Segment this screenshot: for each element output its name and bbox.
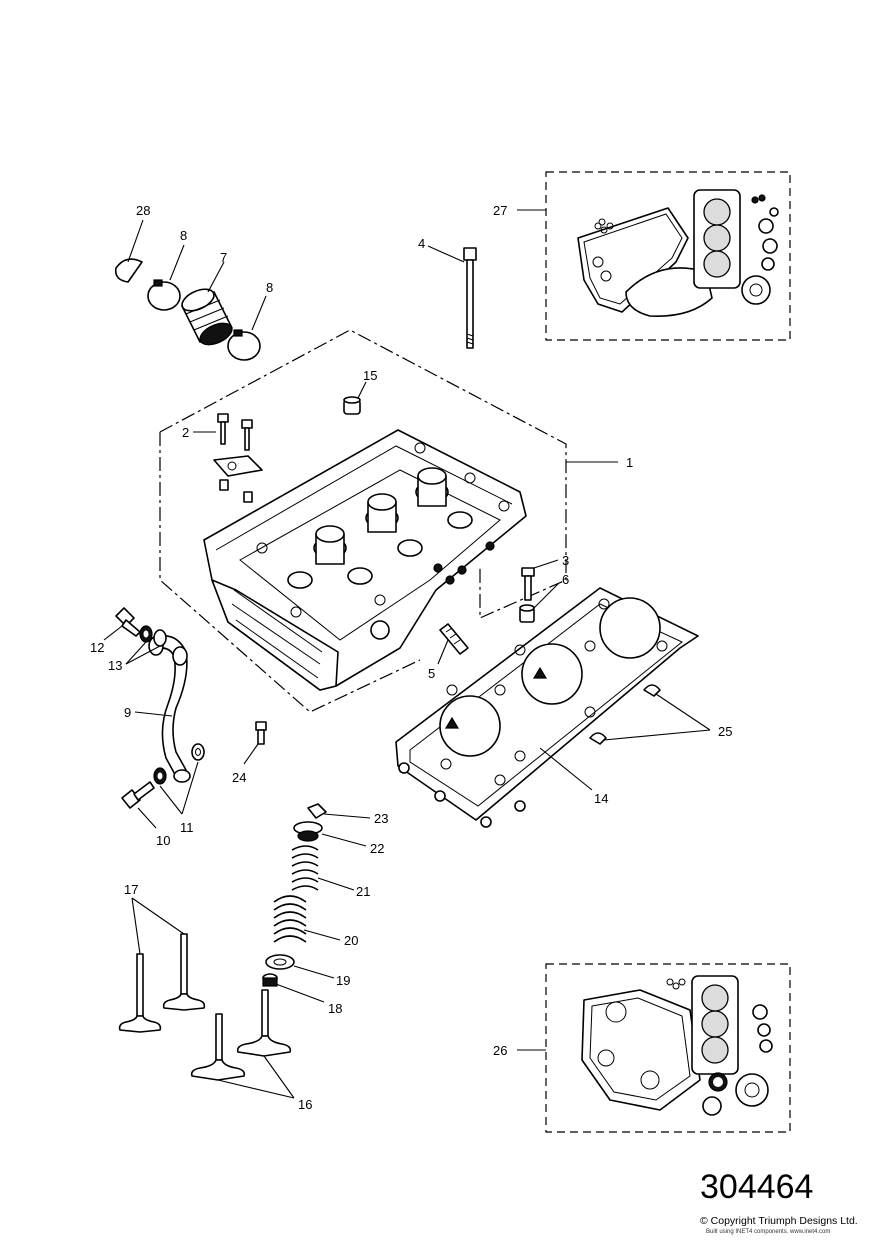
callout-20: 20 — [344, 933, 358, 948]
callout-2: 2 — [182, 425, 189, 440]
head-gasket-14[interactable] — [395, 587, 699, 828]
intake-rubber-7[interactable] — [179, 285, 235, 349]
dowel-6[interactable] — [519, 604, 535, 623]
callout-5: 5 — [428, 666, 435, 681]
inner-spring-21[interactable] — [291, 845, 319, 891]
valve-17[interactable] — [118, 933, 206, 1033]
callout-14: 14 — [594, 791, 608, 806]
clip-8-left[interactable] — [147, 279, 181, 311]
clip-8-right[interactable] — [227, 329, 261, 361]
gasket-kit-27[interactable] — [545, 171, 791, 341]
callout-11: 11 — [180, 820, 194, 835]
collet-23[interactable] — [307, 803, 327, 819]
callout-23: 23 — [374, 811, 388, 826]
callout-24: 24 — [232, 770, 246, 785]
callout-9: 9 — [124, 705, 131, 720]
callout-16: 16 — [298, 1097, 312, 1112]
spring-seat-19[interactable] — [265, 954, 295, 970]
rubber-cap-28[interactable] — [114, 258, 143, 283]
outer-spring-20[interactable] — [273, 895, 307, 943]
callout-12: 12 — [90, 640, 104, 655]
callout-10: 10 — [156, 833, 170, 848]
bolt-3[interactable] — [521, 567, 535, 601]
callout-13: 13 — [108, 658, 122, 673]
dowel-25[interactable] — [589, 684, 661, 745]
banjo-bolt-10[interactable] — [121, 781, 155, 809]
callout-28: 28 — [136, 203, 150, 218]
built-using-text: Built using INET4 components. www.inet4.… — [706, 1229, 831, 1235]
drawing-number: 304464 — [700, 1168, 814, 1206]
callout-15: 15 — [363, 368, 377, 383]
valve-seal-18[interactable] — [262, 973, 278, 987]
callout-26: 26 — [493, 1043, 507, 1058]
washer-11[interactable] — [153, 743, 205, 785]
cylinder-head-boundary — [159, 329, 567, 713]
stud-5[interactable] — [439, 623, 469, 655]
callout-6: 6 — [562, 572, 569, 587]
spring-retainer-22[interactable] — [293, 821, 323, 842]
callout-25: 25 — [718, 724, 732, 739]
bolt-2[interactable] — [213, 413, 263, 503]
callout-19: 19 — [336, 973, 350, 988]
banjo-bolt-12[interactable] — [115, 607, 141, 637]
callout-4: 4 — [418, 236, 425, 251]
copyright-text: © Copyright Triumph Designs Ltd. — [700, 1215, 858, 1227]
bolt-4[interactable] — [463, 247, 477, 349]
bolt-24[interactable] — [255, 721, 267, 745]
callout-17: 17 — [124, 882, 138, 897]
callout-3: 3 — [562, 553, 569, 568]
cylinder-head[interactable] — [203, 429, 527, 691]
callout-22: 22 — [370, 841, 384, 856]
valve-16[interactable] — [190, 989, 292, 1081]
callout-1: 1 — [626, 455, 633, 470]
oil-pipe-9[interactable] — [148, 635, 191, 783]
callout-27: 27 — [493, 203, 507, 218]
callout-21: 21 — [356, 884, 370, 899]
callout-8b: 8 — [266, 280, 273, 295]
callout-8a: 8 — [180, 228, 187, 243]
callout-18: 18 — [328, 1001, 342, 1016]
gasket-kit-26[interactable] — [545, 963, 791, 1133]
callout-7: 7 — [220, 250, 227, 265]
plug-15[interactable] — [343, 396, 361, 415]
